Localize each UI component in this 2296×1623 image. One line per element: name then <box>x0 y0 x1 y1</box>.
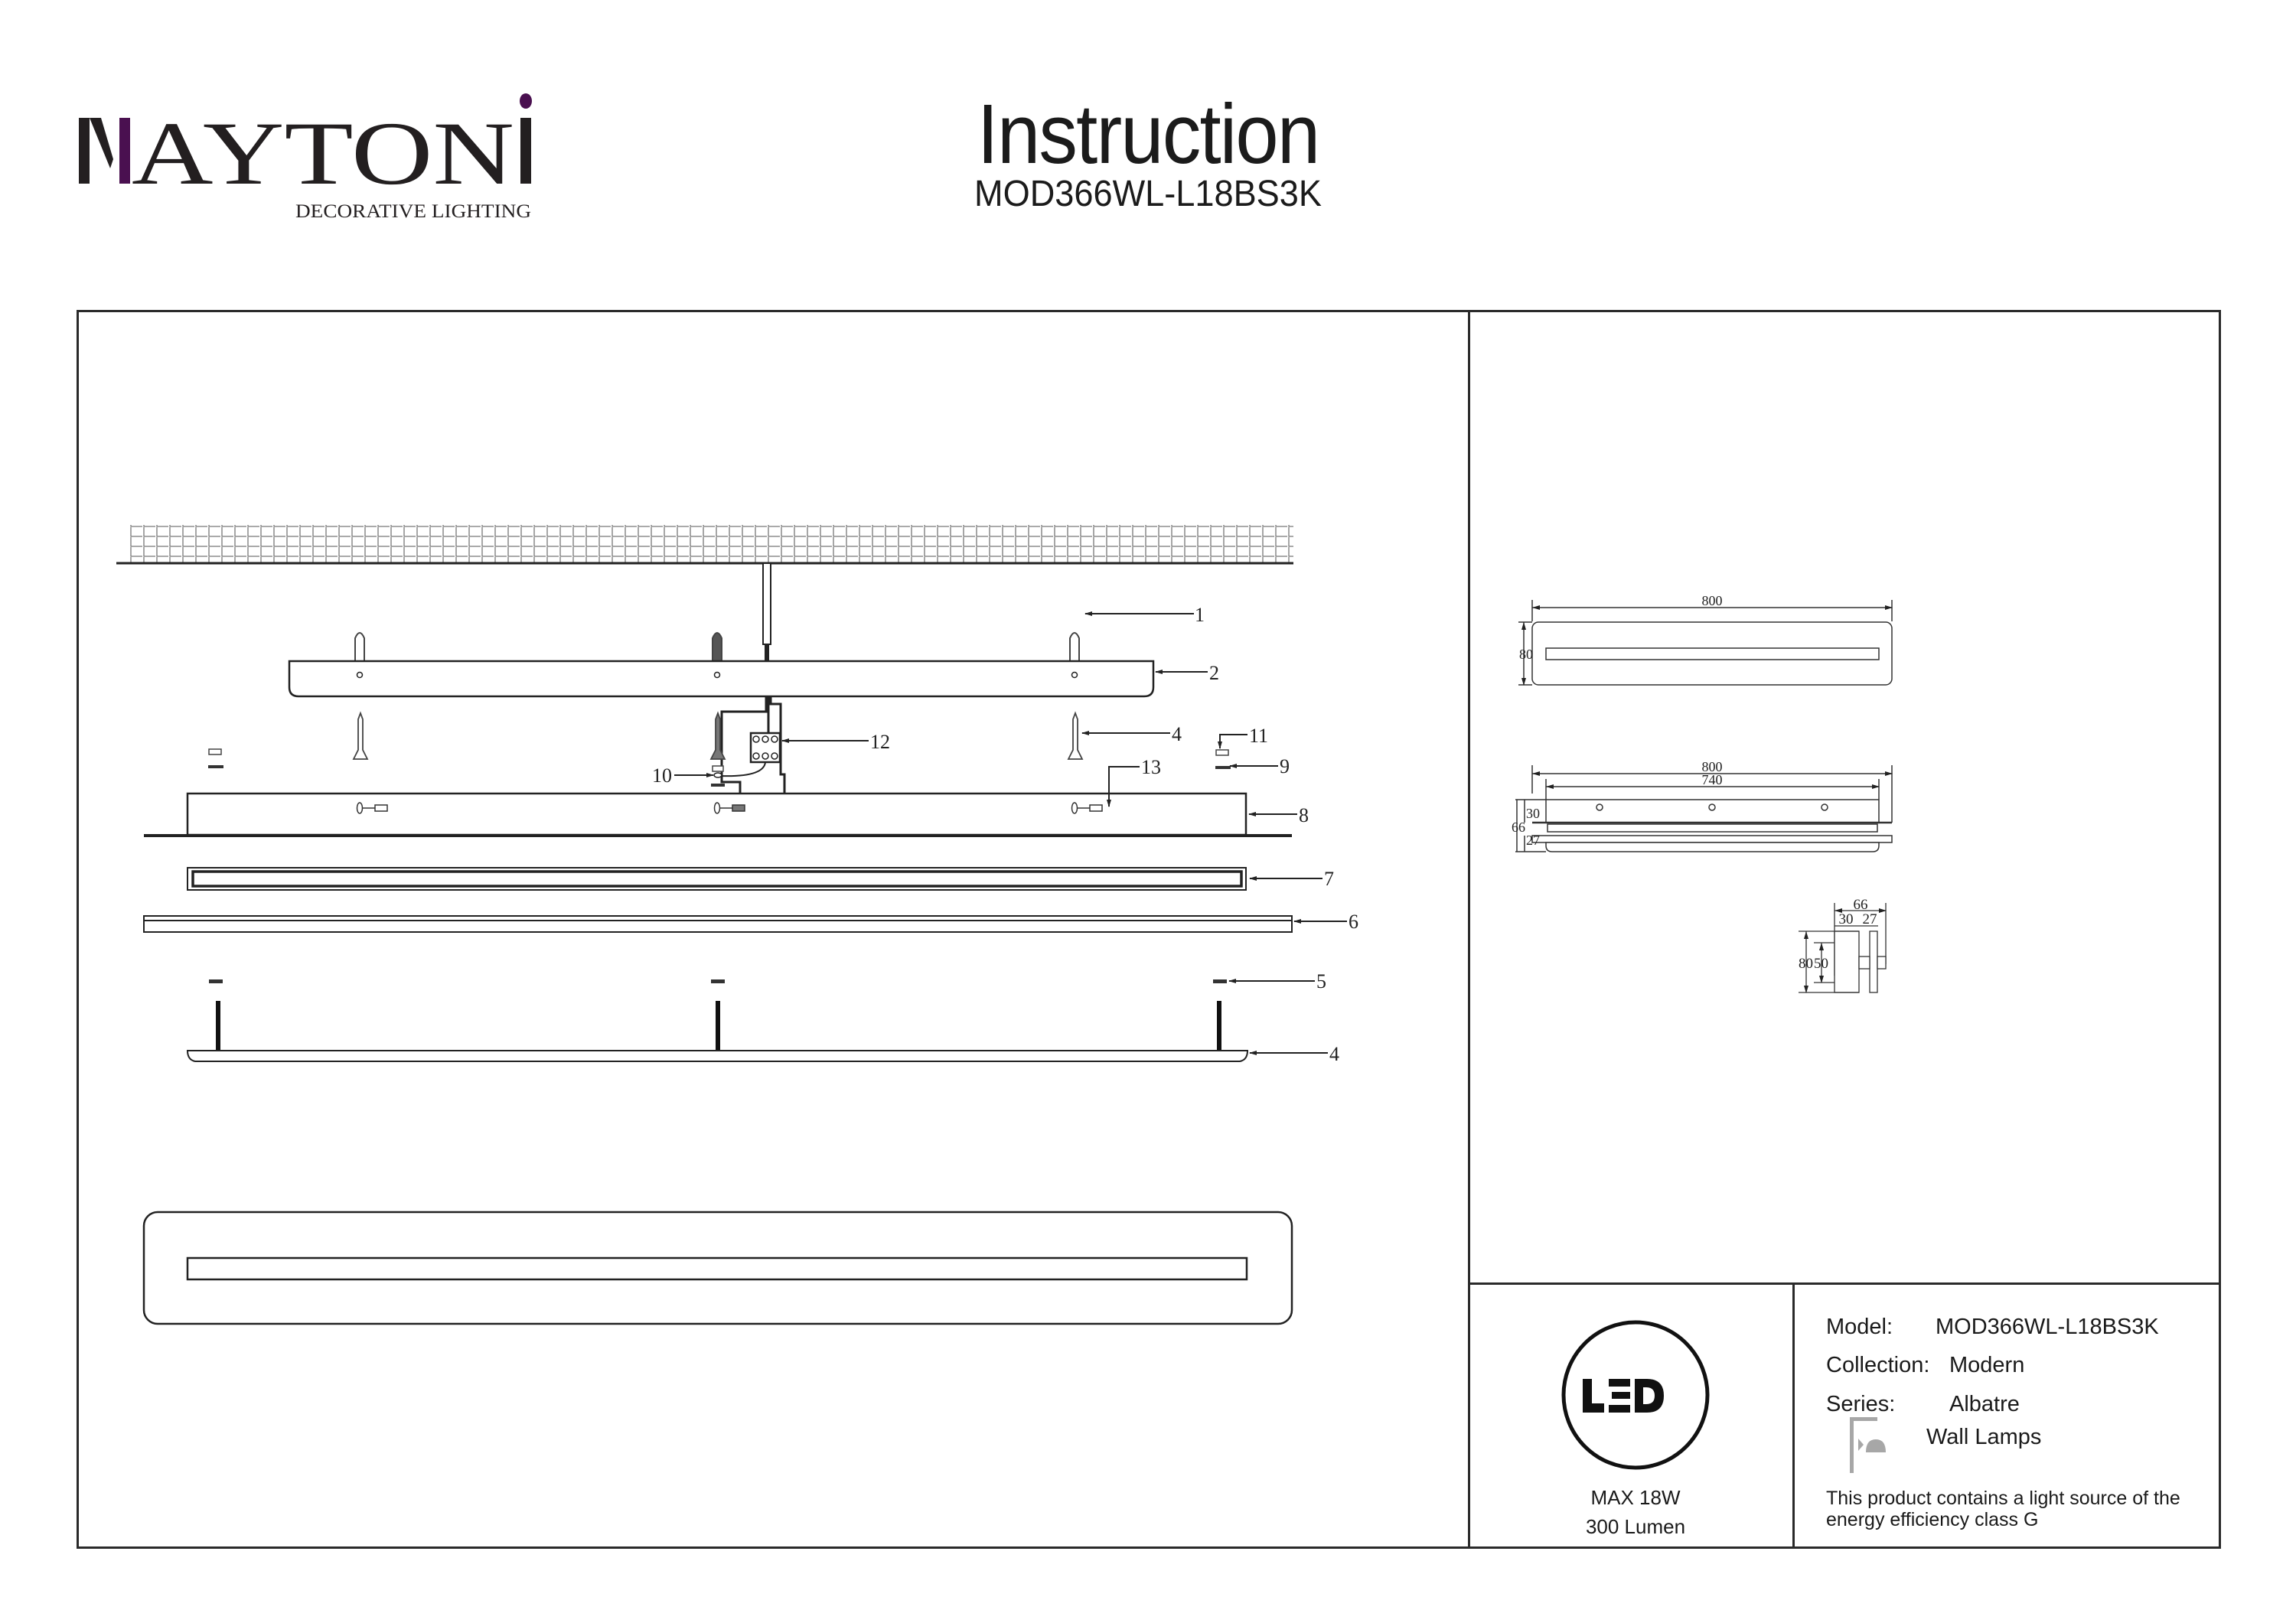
power-cable <box>762 562 771 664</box>
earth-ring <box>713 772 722 778</box>
screw <box>352 711 1084 760</box>
mounting-bracket <box>288 660 1155 698</box>
model-code: MOD366WL-L18BS3K <box>974 174 1322 214</box>
led-badge <box>1561 1320 1710 1470</box>
callout-1: 1 <box>1195 604 1205 626</box>
callout-11: 11 <box>1249 725 1268 747</box>
callout-4-panel: 4 <box>1329 1043 1339 1065</box>
dim-depth-back-side: 30 <box>1839 911 1854 927</box>
spacer <box>209 979 1227 983</box>
led-flux: 300 Lumen <box>1585 1515 1686 1538</box>
callout-10: 10 <box>652 764 672 787</box>
spec-collection-value: Modern <box>1949 1353 2025 1377</box>
dim-height-front: 80 <box>1519 647 1533 662</box>
energy-note-line2: energy efficiency class G <box>1826 1509 2039 1530</box>
callout-labels: 1 2 4 11 12 10 13 9 8 7 6 5 4 <box>652 604 1358 1065</box>
dim-inner-width-top: 740 <box>1702 772 1723 787</box>
wall-surface <box>116 525 1293 565</box>
frame-divider-horizontal <box>1468 1282 2219 1285</box>
wall-plug <box>354 632 1080 668</box>
callout-6: 6 <box>1349 911 1358 933</box>
dim-depth-front-side: 27 <box>1863 911 1877 927</box>
dim-depth-total-top: 66 <box>1512 820 1525 835</box>
energy-note-line1: This product contains a light source of … <box>1826 1488 2180 1509</box>
wall-lamp-icon <box>1850 1417 1886 1473</box>
callout-9: 9 <box>1280 755 1290 777</box>
spec-type-value: Wall Lamps <box>1926 1425 2042 1449</box>
assembled-front-view <box>142 1211 1293 1325</box>
maytoni-wordmark: AYTON DECORATIVE LIGHTING <box>79 93 532 222</box>
logo-letter-i <box>520 118 531 184</box>
frame-divider-vertical <box>1468 310 1470 1546</box>
callout-7: 7 <box>1324 868 1334 890</box>
dimension-side-view <box>1799 903 1887 993</box>
spec-series-label: Series: <box>1826 1392 1896 1416</box>
dim-depth-front-top: 27 <box>1526 833 1540 848</box>
dimension-top-view <box>1515 765 1893 852</box>
brand-logo: AYTON DECORATIVE LIGHTING <box>77 90 551 228</box>
dimension-front-view <box>1518 600 1893 686</box>
dim-height-outer-side: 80 <box>1799 956 1813 972</box>
dim-depth-back-top: 30 <box>1526 806 1540 821</box>
page-title: Instruction <box>977 87 1320 181</box>
drawing-frame <box>77 310 2221 1549</box>
logo-letter-m <box>79 118 130 184</box>
spec-collection-label: Collection: <box>1826 1353 1930 1377</box>
washer <box>208 765 1231 787</box>
callout-4-screw: 4 <box>1172 723 1182 745</box>
callout-5: 5 <box>1316 970 1326 992</box>
terminal-block <box>719 696 786 796</box>
callout-12: 12 <box>870 731 890 753</box>
dim-width-top: 800 <box>1702 759 1723 774</box>
callout-13: 13 <box>1141 756 1161 778</box>
dim-height-inner-side: 50 <box>1814 956 1828 972</box>
dim-depth-total-side: 66 <box>1854 897 1868 913</box>
body-screw <box>356 802 1103 814</box>
spec-series-value: Albatre <box>1949 1392 2020 1416</box>
led-power: MAX 18W <box>1590 1486 1681 1509</box>
spec-model-value: MOD366WL-L18BS3K <box>1936 1315 2159 1339</box>
callout-2: 2 <box>1209 662 1219 684</box>
dim-width-front: 800 <box>1702 593 1723 608</box>
led-icon <box>1583 1379 1664 1413</box>
led-module <box>187 867 1247 891</box>
logo-dot <box>520 93 532 109</box>
callout-leaders <box>674 611 1347 1055</box>
lamp-body <box>144 792 1292 837</box>
nut <box>208 748 1229 772</box>
diffuser <box>143 915 1293 933</box>
spec-model-label: Model: <box>1826 1315 1893 1339</box>
callout-8: 8 <box>1299 804 1309 826</box>
brand-tagline: DECORATIVE LIGHTING <box>295 201 531 222</box>
logo-rest: AYTON <box>132 103 514 204</box>
info-divider <box>1792 1282 1795 1546</box>
front-panel <box>186 1001 1249 1062</box>
